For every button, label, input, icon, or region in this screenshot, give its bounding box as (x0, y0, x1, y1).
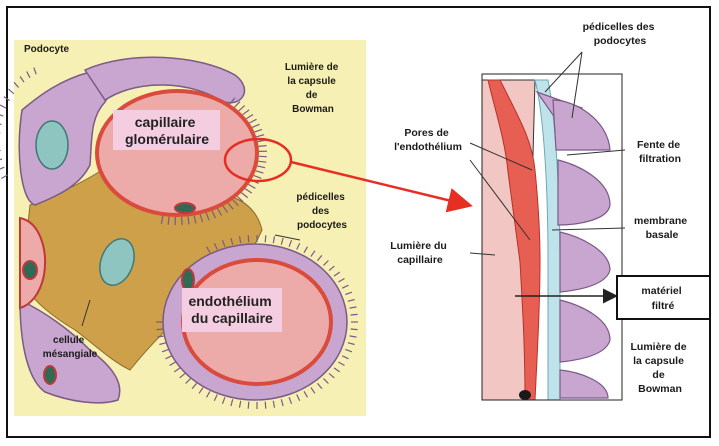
pedicel-spike (351, 314, 358, 315)
label-capsule-lumen-right: Lumière de la capsule de Bowman (631, 341, 690, 395)
label-podocyte: Podocyte (24, 44, 69, 55)
capillary-top (97, 91, 257, 215)
pedicel-spike (0, 114, 3, 116)
label-glomerular-capillary: capillaire glomérulaire (125, 114, 209, 147)
label-pedicels-right: pédicelles des podocytes (583, 21, 658, 47)
left-panel: Podocyte Lumière de la capsule de Bowman… (0, 40, 468, 416)
pedicel-spike (9, 89, 14, 94)
filtered-material-box (617, 276, 710, 319)
pedicel-spike (0, 159, 2, 161)
pedicel-spike (156, 329, 163, 330)
pedicel-spike (182, 217, 183, 225)
pointer-filtration-slit (567, 150, 625, 155)
pedicel-spike (259, 146, 267, 147)
endothelial-nucleus-right (519, 390, 531, 400)
podocyte-nucleus (36, 121, 68, 169)
pedicel-spike (351, 329, 358, 330)
endothelial-nucleus-bottom (182, 269, 194, 291)
endothelial-nucleus-top (175, 203, 195, 213)
pedicel-spike (1, 175, 7, 179)
pedicel-spike (248, 235, 249, 242)
pedicel-spike (265, 235, 266, 242)
pedicel-spike (168, 217, 169, 225)
label-capillary-lumen: Lumière du capillaire (390, 240, 450, 266)
endothelial-nucleus-left (23, 261, 37, 279)
pedicel-spike (0, 105, 6, 108)
right-panel: pédicelles des podocytes Pores de l'endo… (390, 21, 710, 400)
label-endothelial-pores: Pores de l'endothélium (394, 127, 462, 153)
endothelial-nucleus-bottom-left (44, 366, 56, 384)
label-endothelium: endothélium du capillaire (188, 293, 275, 326)
pedicel-spike (0, 150, 1, 151)
label-filtration-slit: Fente de filtration (637, 139, 683, 165)
pedicel-spike (0, 123, 1, 125)
pointer-basal-membrane (552, 228, 625, 230)
pedicel-spike (4, 97, 10, 101)
pedicel-spike (0, 167, 4, 170)
pedicel-spike (248, 402, 249, 409)
pedicel-spike (265, 402, 266, 409)
label-basal-membrane: membrane basale (634, 215, 690, 241)
